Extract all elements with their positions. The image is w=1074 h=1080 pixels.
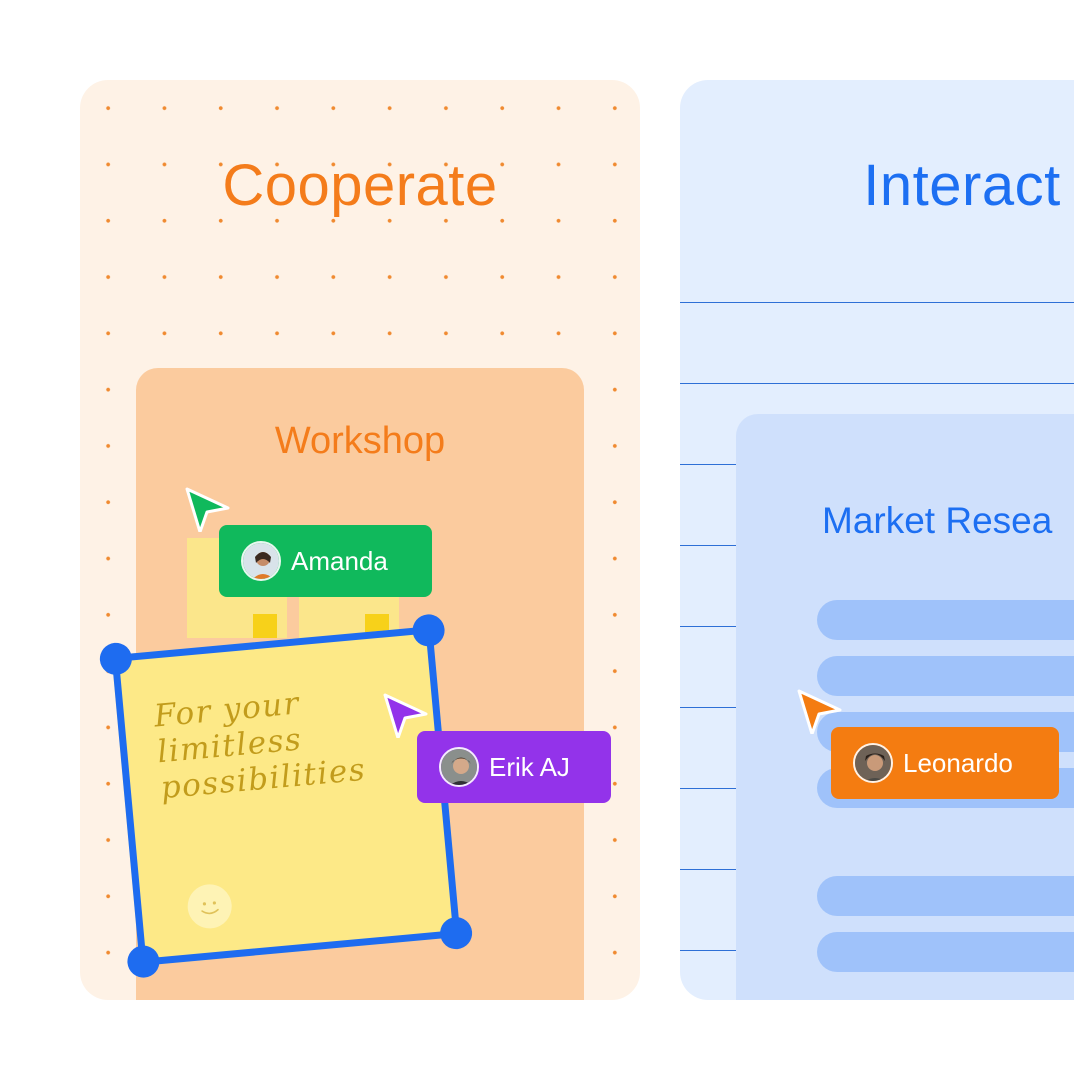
workshop-title: Workshop [274,420,446,462]
interact-panel: Interact Market Resea [680,80,1074,1000]
content-placeholder-bar [817,876,1074,916]
content-placeholder-bar [817,600,1074,640]
divider-line [680,788,740,789]
divider-line [680,302,1074,303]
divider-line [680,707,740,708]
avatar-icon [439,747,479,787]
divider-line [680,626,740,627]
interact-title: Interact [863,153,1061,218]
content-placeholder-bar [817,656,1074,696]
content-placeholder-bar [817,932,1074,972]
avatar-icon [241,541,281,581]
collaborator-tag-leonardo: Leonardo [831,727,1059,799]
market-research-card[interactable]: Market Resea [736,414,1074,1000]
collaborator-name: Leonardo [903,747,1013,778]
cooperate-title: Cooperate [222,153,498,218]
divider-line [680,464,740,465]
cursor-arrow-icon [185,487,230,532]
sticky-note-selected[interactable]: For your limitless possibilities [98,613,474,979]
cursor-arrow-icon [797,689,842,734]
cursor-arrow-icon [383,693,428,738]
divider-line [680,950,740,951]
collaborator-name: Amanda [291,545,388,576]
smiley-icon [185,882,234,931]
divider-line [680,383,1074,384]
divider-line [680,545,740,546]
mini-note-tab [253,614,277,638]
avatar-icon [853,743,893,783]
collaborator-name: Erik AJ [489,751,570,782]
collaborator-tag-amanda: Amanda [219,525,432,597]
divider-line [680,869,740,870]
sticky-note-text[interactable]: For your limitless possibilities [152,685,368,807]
collaborator-tag-erik: Erik AJ [417,731,611,803]
market-research-title: Market Resea [822,500,1053,541]
